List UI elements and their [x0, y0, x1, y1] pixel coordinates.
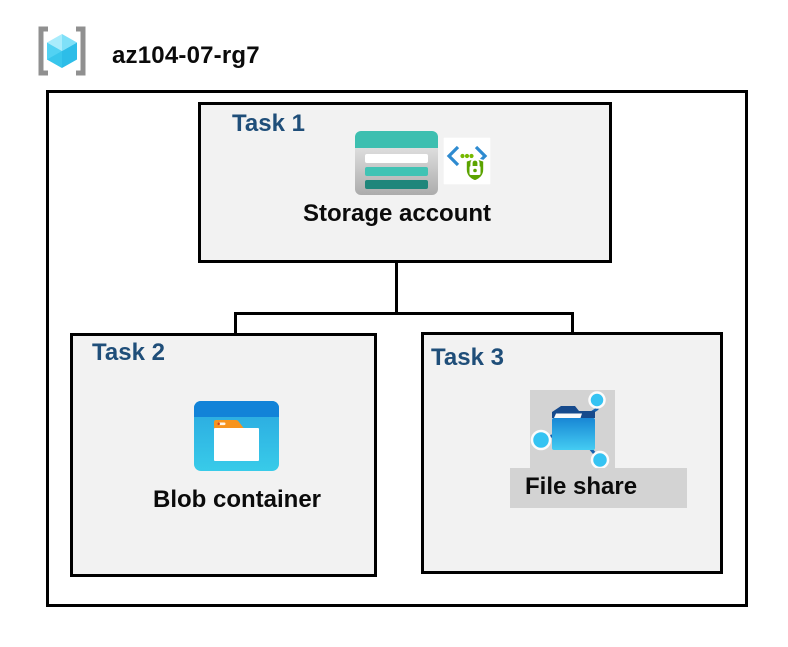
task2-box: Task 2 Blob container — [70, 333, 377, 577]
secure-access-icon — [443, 137, 491, 185]
file-share-icon — [530, 390, 615, 468]
task3-resource-label: File share — [525, 473, 638, 500]
storage-account-icon — [355, 131, 438, 195]
task2-resource-label: Blob container — [152, 486, 322, 513]
task1-box: Task 1 — [198, 102, 612, 263]
task3-box: Task 3 File share — [421, 332, 723, 574]
file-share-label-plate: File share — [510, 468, 687, 508]
resource-group-name: az104-07-rg7 — [112, 42, 260, 69]
task3-label: Task 3 — [431, 344, 504, 371]
blob-container-icon — [194, 401, 279, 471]
connector-horizontal — [234, 312, 574, 315]
task2-label: Task 2 — [92, 339, 165, 366]
resource-group-icon — [32, 26, 92, 76]
task1-label: Task 1 — [232, 110, 305, 137]
task1-resource-label: Storage account — [302, 200, 492, 227]
connector-storage-down — [395, 233, 398, 315]
